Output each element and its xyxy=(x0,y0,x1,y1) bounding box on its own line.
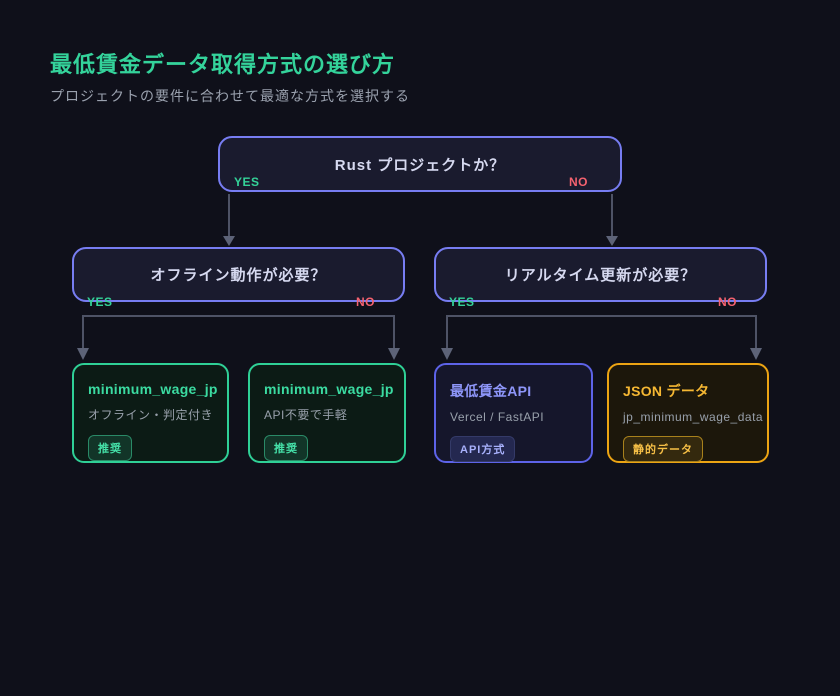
result-card-minimum-wage-jp-simple: minimum_wage_jp API不要で手軽 推奨 xyxy=(248,363,406,463)
no-label: NO xyxy=(718,295,737,309)
decision-question: オフライン動作が必要？ xyxy=(150,267,327,284)
result-title: minimum_wage_jp xyxy=(264,381,394,397)
yes-label: YES xyxy=(234,175,260,189)
arrow-down-icon xyxy=(388,348,400,360)
arrow-down-icon xyxy=(441,348,453,360)
yes-label: YES xyxy=(87,295,113,309)
arrow-down-icon xyxy=(606,236,618,246)
arrow-down-icon xyxy=(223,236,235,246)
arrow-down-icon xyxy=(750,348,762,360)
decision-node-realtime: リアルタイム更新が必要？ YES NO xyxy=(434,247,767,308)
status-badge: 推奨 xyxy=(264,435,308,461)
result-title: minimum_wage_jp xyxy=(88,381,218,397)
decision-question: Rust プロジェクトか？ xyxy=(334,156,506,174)
result-subtitle: API不要で手軽 xyxy=(264,408,348,422)
page-subtitle: プロジェクトの要件に合わせて最適な方式を選択する xyxy=(50,88,410,104)
result-subtitle: オフライン・判定付き xyxy=(88,408,214,422)
status-badge: 静的データ xyxy=(623,436,703,462)
status-badge: 推奨 xyxy=(88,435,132,461)
yes-label: YES xyxy=(449,295,475,309)
no-label: NO xyxy=(569,175,588,189)
connector-branch-right xyxy=(446,315,757,349)
arrow-down-icon xyxy=(77,348,89,360)
decision-question: リアルタイム更新が必要？ xyxy=(504,267,697,284)
result-subtitle: jp_minimum_wage_data xyxy=(623,410,764,424)
result-card-minimum-wage-jp-offline: minimum_wage_jp オフライン・判定付き 推奨 xyxy=(72,363,229,463)
no-label: NO xyxy=(356,295,375,309)
decision-node-root: Rust プロジェクトか？ YES NO xyxy=(218,136,622,192)
result-card-json-data: JSON データ jp_minimum_wage_data 静的データ xyxy=(607,363,769,463)
status-badge: API方式 xyxy=(450,436,516,462)
page-title: 最低賃金データ取得方式の選び方 xyxy=(50,52,396,77)
decision-node-offline: オフライン動作が必要？ YES NO xyxy=(72,247,405,308)
result-title: 最低賃金API xyxy=(450,383,532,399)
result-card-minimum-wage-api: 最低賃金API Vercel / FastAPI API方式 xyxy=(434,363,593,463)
result-title: JSON データ xyxy=(623,383,710,399)
result-subtitle: Vercel / FastAPI xyxy=(450,410,545,424)
connector-branch-left xyxy=(82,315,395,349)
